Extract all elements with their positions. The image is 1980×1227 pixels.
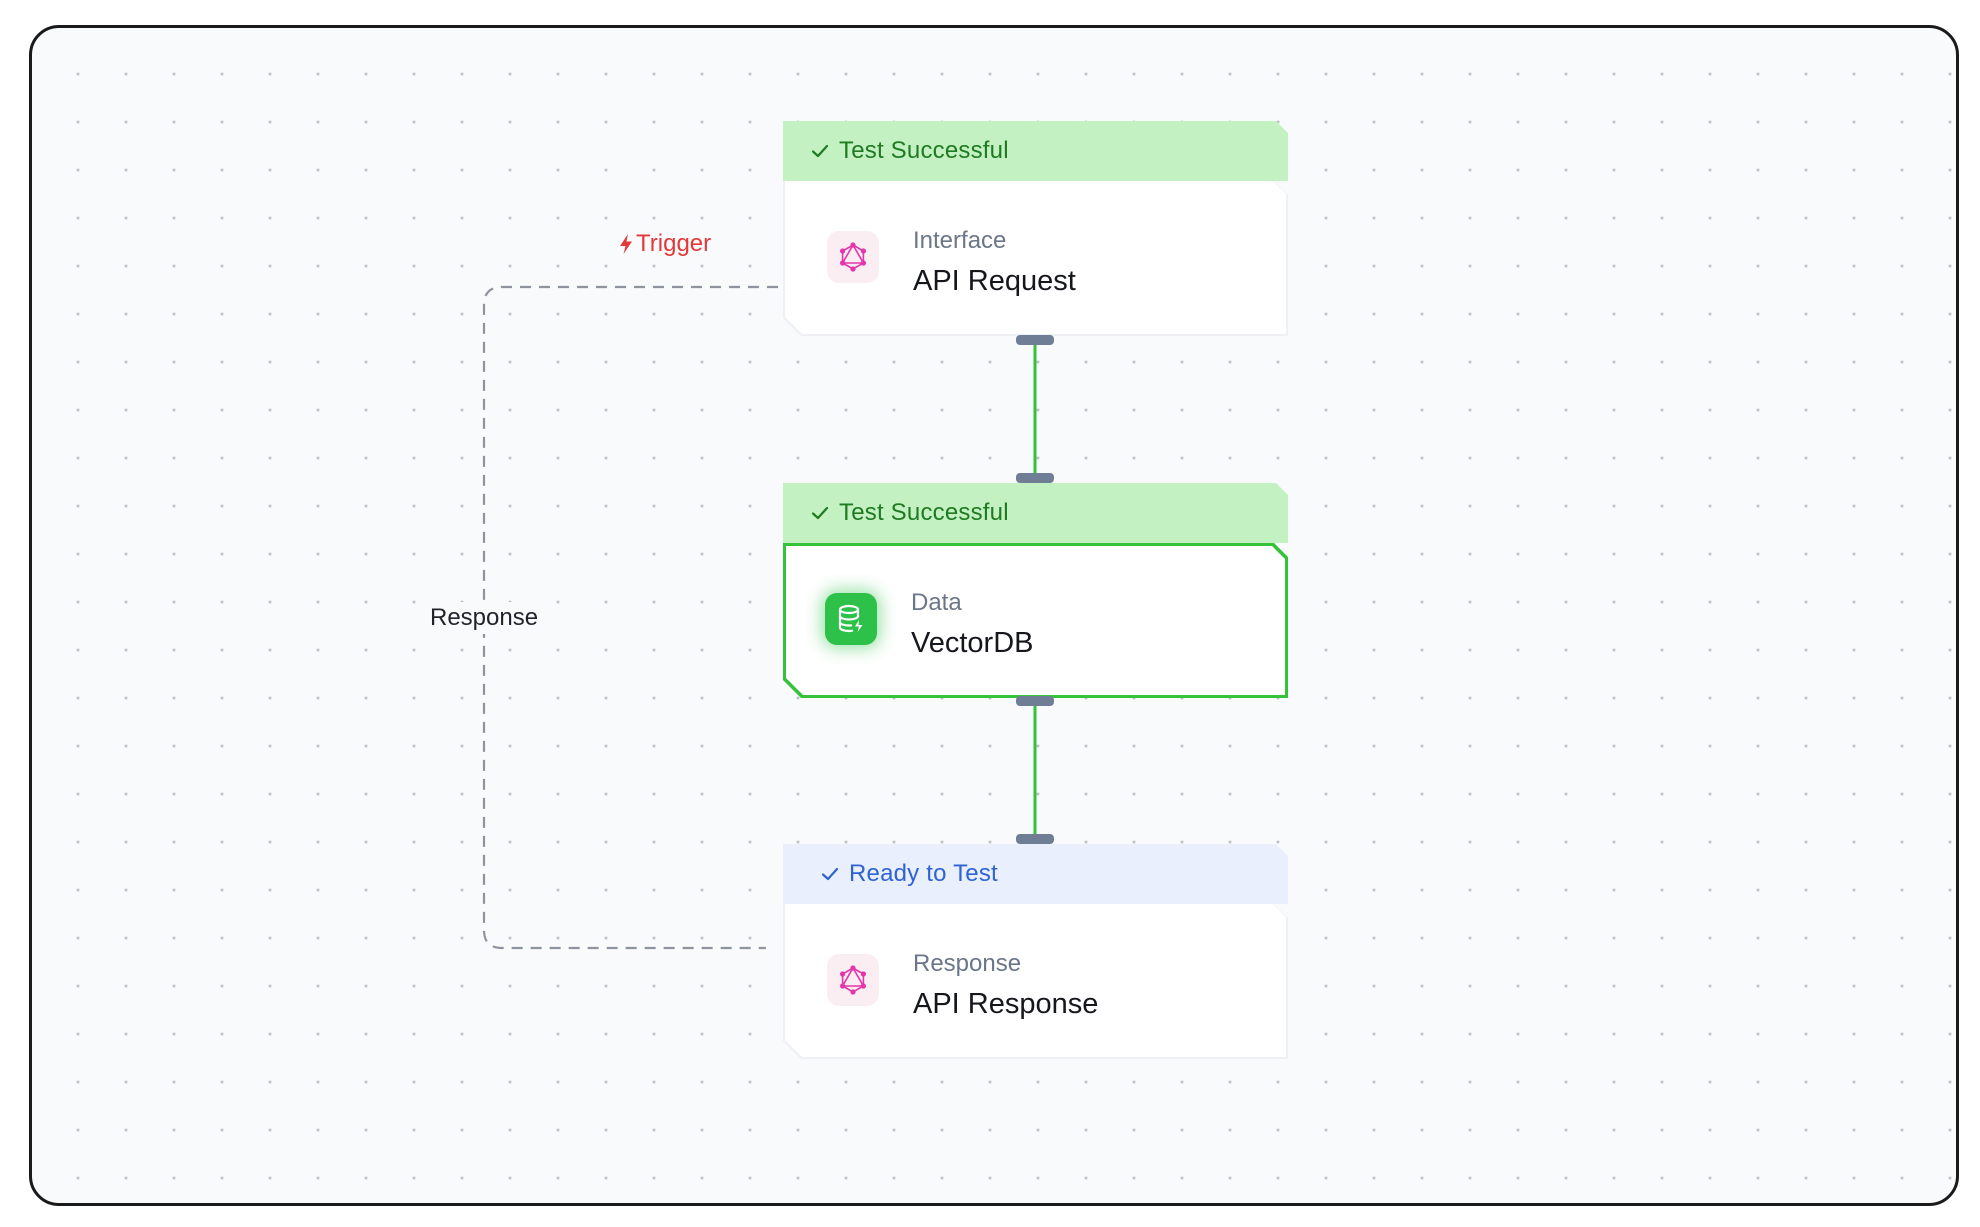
node-status-text: Ready to Test xyxy=(849,860,998,887)
check-icon xyxy=(811,142,829,160)
node-card[interactable]: Data VectorDB xyxy=(783,543,1288,698)
database-icon xyxy=(825,593,877,645)
node-api-request-output-handle[interactable] xyxy=(1016,335,1054,345)
node-title: API Request xyxy=(913,265,1076,297)
node-title: VectorDB xyxy=(911,627,1034,659)
node-status-banner: Test Successful xyxy=(783,121,1288,181)
node-api-response-input-handle[interactable] xyxy=(1016,834,1054,844)
node-api-response[interactable]: Ready to Test Response xyxy=(783,844,1288,1059)
node-card[interactable]: Response API Response xyxy=(783,904,1288,1059)
node-vectordb-output-handle[interactable] xyxy=(1016,696,1054,706)
check-icon xyxy=(821,865,839,883)
graphql-icon xyxy=(827,954,879,1006)
check-icon xyxy=(811,504,829,522)
node-status-text: Test Successful xyxy=(839,499,1009,526)
node-status-banner: Ready to Test xyxy=(783,844,1288,904)
node-vectordb-input-handle[interactable] xyxy=(1016,473,1054,483)
node-status-banner: Test Successful xyxy=(783,483,1288,543)
trigger-edge-label: Trigger xyxy=(618,230,711,258)
node-status-text: Test Successful xyxy=(839,137,1009,164)
node-category: Interface xyxy=(913,227,1007,254)
node-category: Data xyxy=(911,589,962,616)
node-vectordb[interactable]: Test Successful Data VectorDB xyxy=(783,483,1288,698)
response-edge-label: Response xyxy=(428,602,541,634)
trigger-label-text: Trigger xyxy=(636,230,712,257)
node-card[interactable]: Interface API Request xyxy=(783,181,1288,336)
bolt-icon xyxy=(620,234,632,254)
node-category: Response xyxy=(913,950,1022,977)
node-api-request[interactable]: Test Successful Interface xyxy=(783,121,1288,336)
graphql-icon xyxy=(827,231,879,283)
node-title: API Response xyxy=(913,988,1099,1020)
